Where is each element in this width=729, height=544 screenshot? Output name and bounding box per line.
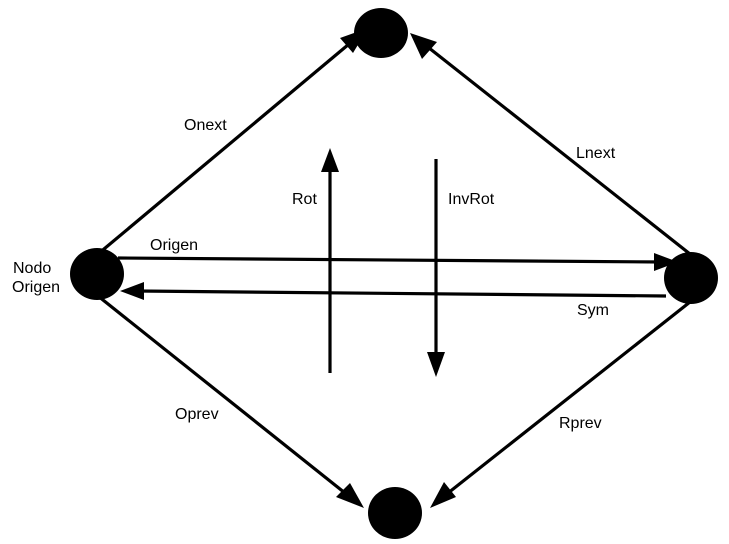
sym-arrowhead — [120, 282, 144, 300]
invrot-label: InvRot — [448, 191, 495, 208]
rprev-arrowhead — [430, 482, 456, 508]
origen-arrowhead — [654, 253, 678, 271]
labels: Nodo Origen Onext Lnext Rot InvRot Orige… — [12, 117, 616, 432]
nodes — [70, 8, 718, 539]
rot-label: Rot — [292, 191, 317, 208]
rprev-edge — [442, 300, 691, 499]
onext-label: Onext — [184, 117, 227, 134]
oprev-edge — [97, 294, 351, 499]
origin-node — [70, 248, 124, 300]
lnext-label: Lnext — [576, 145, 616, 162]
top-node — [354, 8, 408, 58]
rot-arrowhead — [321, 148, 339, 172]
sym-label: Sym — [577, 302, 609, 319]
rprev-label: Rprev — [559, 415, 602, 432]
origin-node-label-line1: Nodo — [13, 260, 51, 277]
onext-edge — [96, 37, 357, 256]
edges — [96, 28, 691, 508]
lnext-edge — [423, 42, 691, 256]
oprev-label: Oprev — [175, 406, 219, 423]
oprev-arrowhead — [336, 483, 364, 508]
sym-edge — [137, 289, 667, 298]
origen-edge — [117, 256, 663, 264]
origen-edge-label: Origen — [150, 237, 198, 254]
bottom-node — [368, 487, 422, 539]
right-node — [664, 252, 718, 304]
origin-node-label-line2: Origen — [12, 279, 60, 296]
invrot-arrowhead — [427, 352, 445, 377]
lnext-arrowhead — [410, 33, 437, 59]
